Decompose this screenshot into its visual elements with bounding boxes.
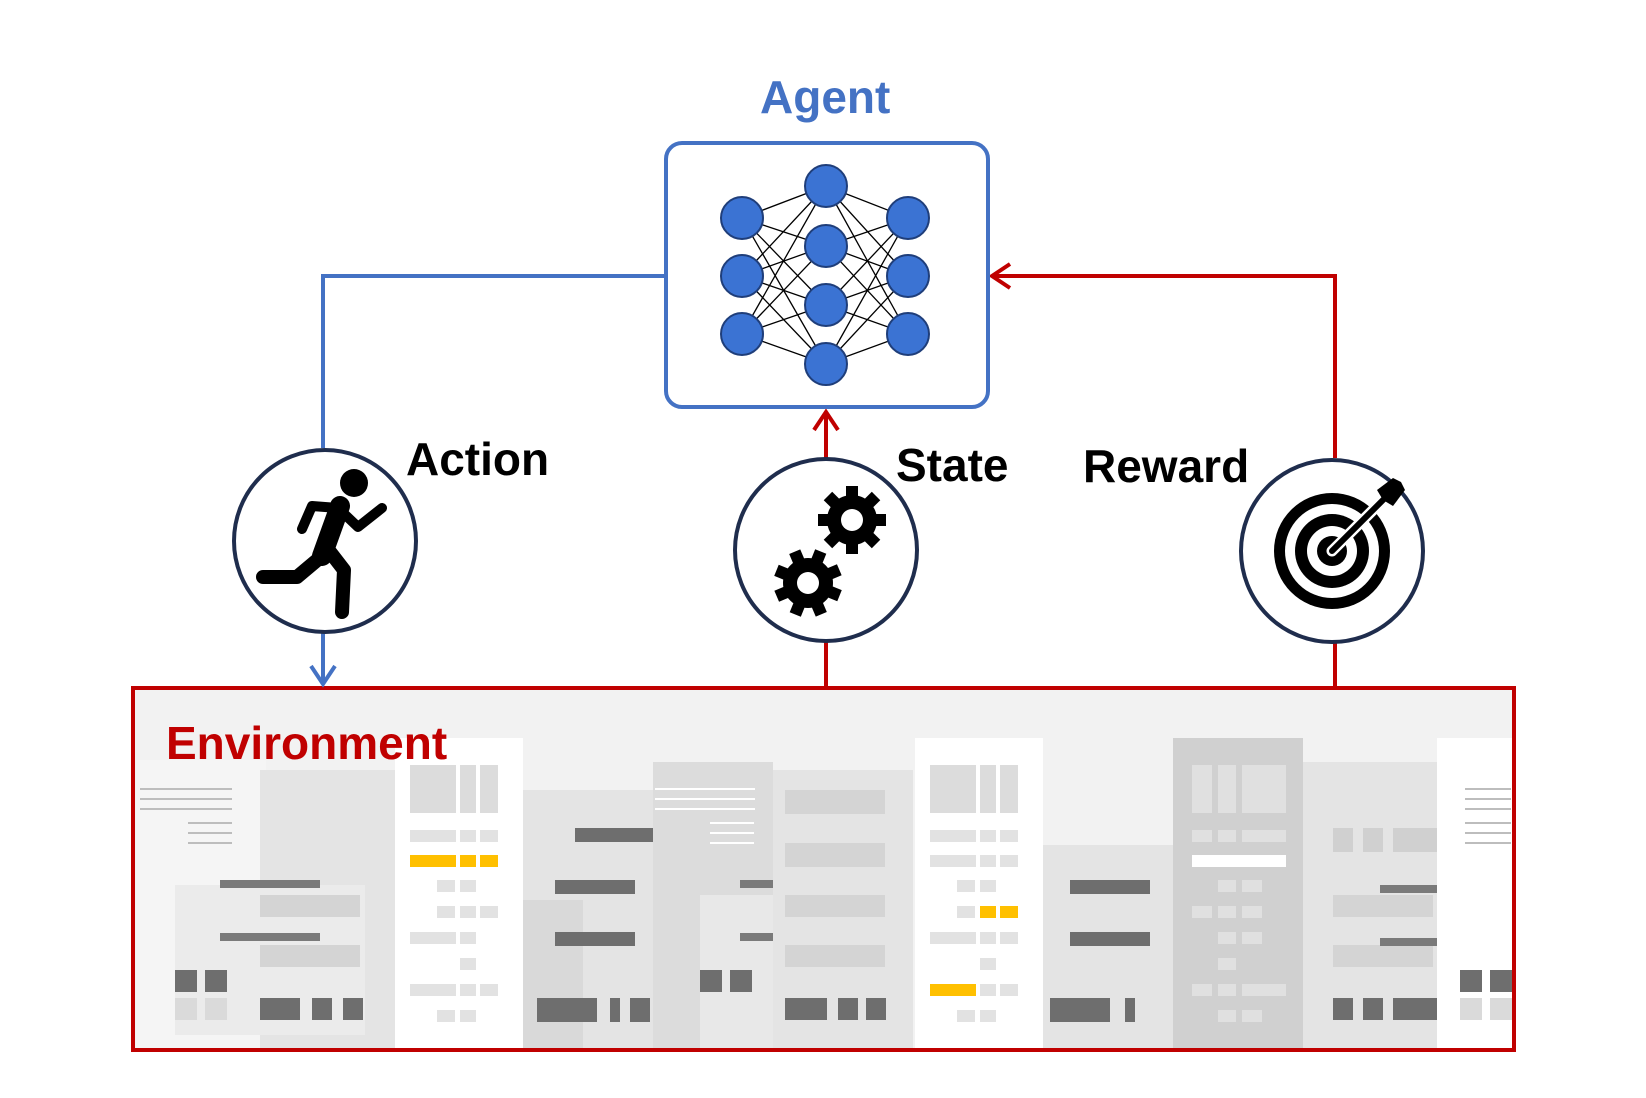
gears-icon	[774, 486, 886, 617]
state-label: State	[896, 439, 1009, 491]
reward-label: Reward	[1083, 440, 1250, 492]
action-connector	[309, 274, 665, 688]
target-arrow-icon	[1274, 478, 1405, 609]
environment-screens-collage	[135, 690, 1512, 1048]
reward-connector	[988, 262, 1337, 686]
state-connector	[812, 408, 840, 686]
agent-title: Agent	[760, 71, 891, 123]
state-circle	[733, 457, 919, 643]
environment-box	[131, 686, 1516, 1052]
action-label: Action	[406, 433, 550, 485]
neural-network-icon	[720, 164, 930, 386]
running-person-icon	[256, 469, 387, 619]
environment-title: Environment	[166, 717, 448, 769]
